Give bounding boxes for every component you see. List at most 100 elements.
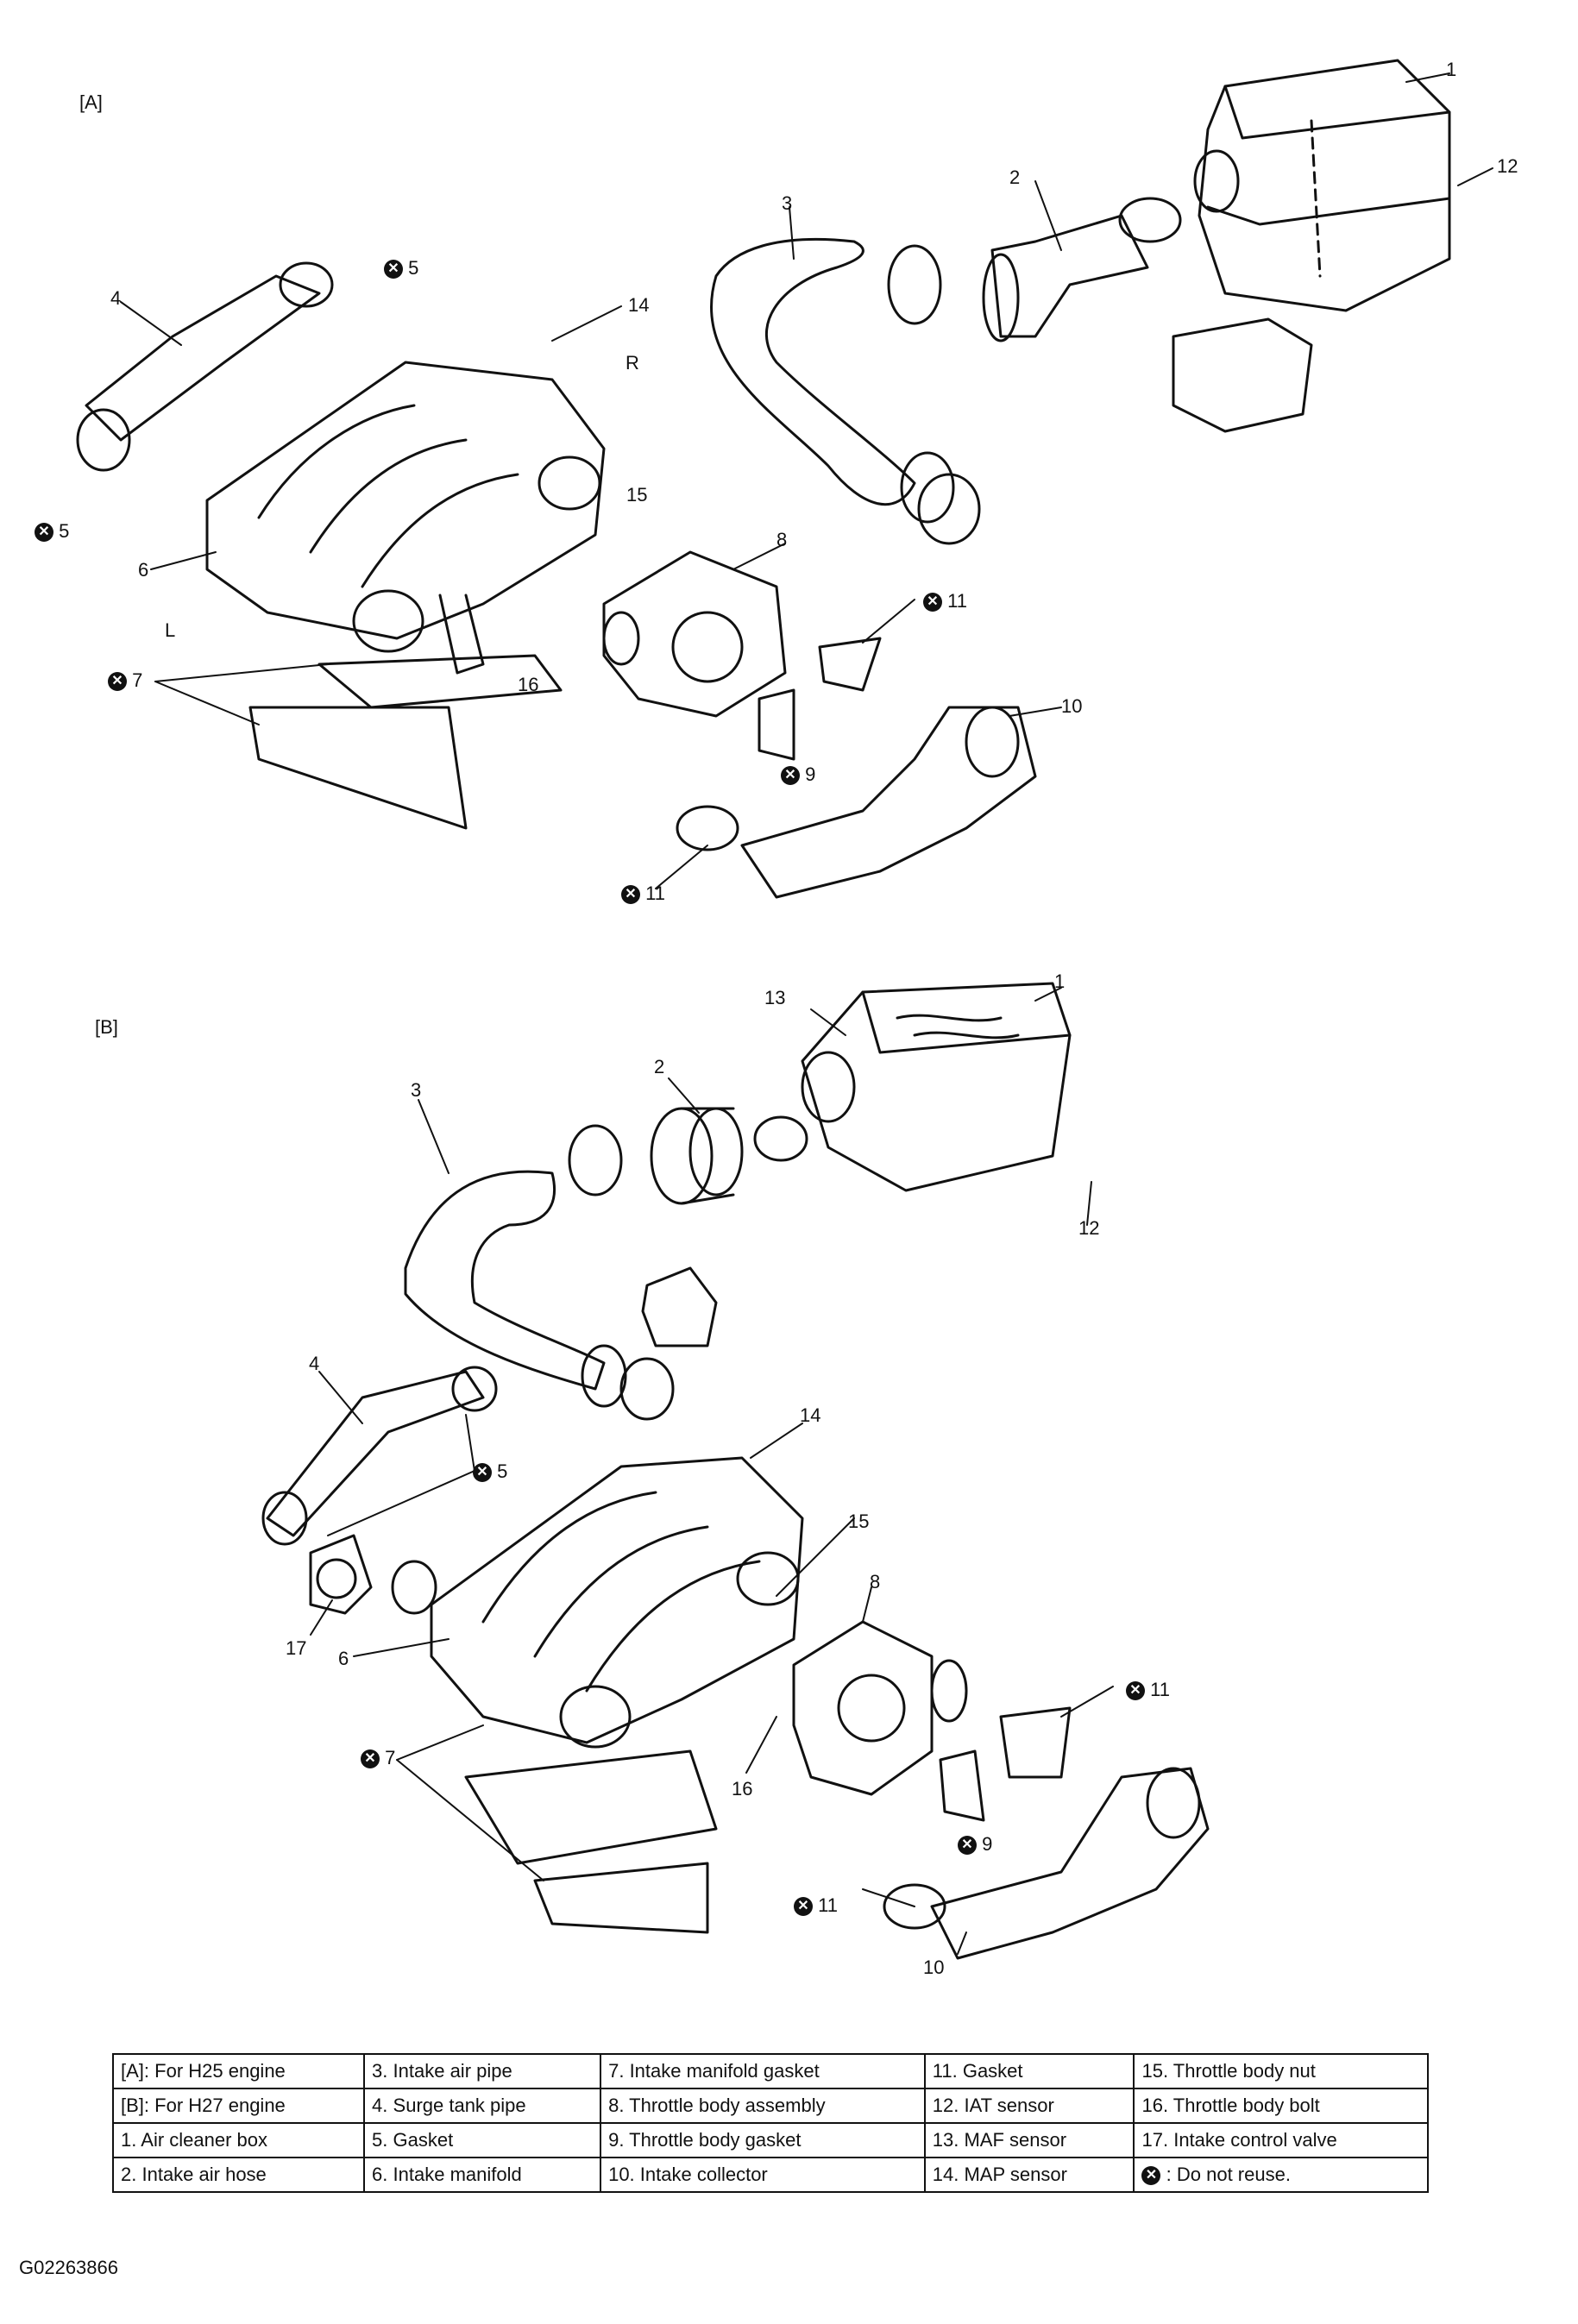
leader-lines-b [310, 987, 1114, 1955]
intake-control-valve-b [309, 1534, 437, 1615]
legend-key: 11. [932, 2060, 958, 2082]
intake-collector-a [740, 706, 1037, 899]
callout-b-6: 6 [338, 1648, 349, 1669]
legend-key: 6. [372, 2164, 388, 2185]
legend-key: 2. [121, 2164, 137, 2185]
legend-cell: 17. Intake control valve [1133, 2122, 1429, 2158]
legend-key: 4. [372, 2095, 388, 2116]
do-not-reuse-icon: ✕ [781, 766, 800, 786]
callout-b-16: 16 [732, 1778, 753, 1800]
do-not-reuse-icon: ✕ [1126, 1681, 1145, 1701]
do-not-reuse-icon: ✕ [108, 672, 127, 692]
legend-text: Air cleaner box [141, 2129, 268, 2151]
legend-text: Intake air pipe [393, 2060, 512, 2082]
callout-a-5a: ✕ 5 [384, 259, 418, 280]
surge-tank-pipe-b [261, 1366, 498, 1546]
callout-a-15: 15 [626, 484, 648, 506]
legend-text: IAT sensor [964, 2095, 1054, 2116]
callout-a-9: ✕ 9 [781, 765, 815, 786]
air-cleaner-box-b [801, 982, 1072, 1192]
legend-key: 3. [372, 2060, 388, 2082]
intake-manifold-gasket-b [464, 1749, 718, 1934]
intake-air-pipe-a [710, 237, 981, 545]
throttle-body-a [602, 550, 787, 718]
section-label-b: [B] [95, 1016, 118, 1038]
intake-manifold-b [430, 1456, 804, 1749]
legend-key: 14. [932, 2164, 959, 2185]
legend-text: Throttle body gasket [629, 2129, 802, 2151]
legend-text: Gasket [962, 2060, 1023, 2082]
legend-cell: 6. Intake manifold [363, 2157, 602, 2193]
legend-key: 5. [372, 2129, 388, 2151]
section-label-a: [A] [79, 91, 103, 113]
legend-text: MAP sensor [964, 2164, 1067, 2185]
legend-cell: 13. MAF sensor [923, 2122, 1135, 2158]
legend-text: MAF sensor [964, 2129, 1067, 2151]
callout-b-13: 13 [764, 987, 786, 1008]
do-not-reuse-icon: ✕ [794, 1897, 813, 1917]
callout-a-16: 16 [518, 674, 539, 695]
legend-text: For H27 engine [154, 2095, 286, 2116]
legend-key: 12. [932, 2095, 959, 2116]
legend-cell: 3. Intake air pipe [363, 2053, 602, 2089]
legend-text: Do not reuse. [1176, 2164, 1291, 2185]
legend-text: Surge tank pipe [393, 2095, 526, 2116]
intake-air-hose-b [568, 1107, 808, 1205]
callout-b-3: 3 [411, 1079, 422, 1101]
legend-cell: 16. Throttle body bolt [1133, 2088, 1429, 2124]
callout-b-9: ✕ 9 [958, 1835, 992, 1856]
gaskets-b [883, 1706, 1072, 1930]
do-not-reuse-icon: ✕ [35, 523, 53, 543]
callout-a-3: 3 [782, 192, 793, 214]
legend-text: Gasket [393, 2129, 454, 2151]
callout-b-12: 12 [1078, 1217, 1100, 1239]
callout-a-5b: ✕ 5 [35, 522, 69, 543]
callout-a-r: R [626, 352, 639, 374]
do-not-reuse-icon: ✕ [1141, 2166, 1161, 2186]
legend-cell: 12. IAT sensor [923, 2088, 1135, 2124]
leader-lines-a [120, 72, 1493, 889]
legend-text: For H25 engine [154, 2060, 286, 2082]
legend-cell: 10. Intake collector [600, 2157, 926, 2193]
legend-key: 13. [932, 2129, 959, 2151]
legend-text: Intake manifold gasket [629, 2060, 820, 2082]
legend-cell: 4. Surge tank pipe [363, 2088, 602, 2124]
legend-key: 17. [1141, 2129, 1169, 2151]
legend-key: 8. [608, 2095, 625, 2116]
resonator-b [641, 1266, 718, 1347]
legend-cell: 2. Intake air hose [111, 2157, 366, 2193]
callout-b-11b: ✕ 11 [794, 1896, 838, 1917]
legend-cell: [A]: For H25 engine [111, 2053, 366, 2089]
legend-cell: 5. Gasket [363, 2122, 602, 2158]
legend-key: 16. [1141, 2095, 1169, 2116]
callout-b-4: 4 [309, 1353, 320, 1374]
intake-manifold-gasket-a [248, 654, 563, 830]
callout-a-12: 12 [1497, 155, 1518, 177]
callout-a-14: 14 [628, 294, 650, 316]
legend-cell: 11. Gasket [923, 2053, 1135, 2089]
callout-a-4: 4 [110, 287, 122, 309]
legend-key: 15. [1141, 2060, 1169, 2082]
callout-a-1: 1 [1446, 59, 1457, 80]
callout-b-15: 15 [848, 1511, 870, 1532]
legend-cell: 7. Intake manifold gasket [600, 2053, 926, 2089]
legend-key: [B]: [121, 2095, 150, 2116]
legend-key: 10. [608, 2164, 635, 2185]
do-not-reuse-icon: ✕ [473, 1463, 492, 1483]
legend-cell: 8. Throttle body assembly [600, 2088, 926, 2124]
gaskets-a [676, 637, 882, 851]
intake-air-hose-a [887, 197, 1182, 342]
legend-key: 9. [608, 2129, 625, 2151]
throttle-body-b [792, 1620, 968, 1796]
callout-a-6: 6 [138, 559, 149, 581]
callout-a-10: 10 [1061, 695, 1083, 717]
callout-b-8: 8 [870, 1571, 881, 1592]
legend-key: : [1166, 2164, 1172, 2185]
callout-a-11a: ✕ 11 [923, 592, 967, 612]
do-not-reuse-icon: ✕ [384, 260, 403, 280]
